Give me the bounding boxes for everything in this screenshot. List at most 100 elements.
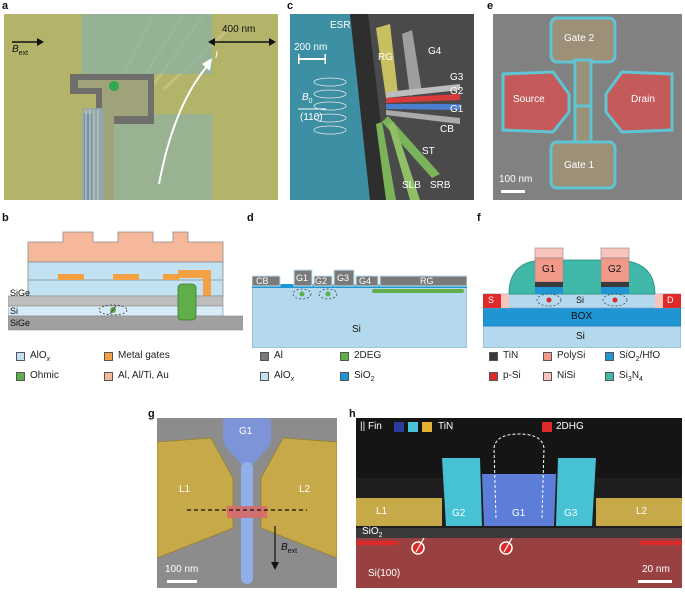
legend-sub: 3 <box>627 376 632 383</box>
panel-h-legend-prefix: || Fin <box>360 421 382 432</box>
legend-sub: 2 <box>370 376 375 383</box>
legend-f-nisi-label: NiSi <box>557 370 576 381</box>
panel-h-legend-2dhg: 2DHG <box>556 421 584 432</box>
panel-f-si-label: Si <box>576 295 585 305</box>
legend-f-nisi-swatch <box>543 372 552 381</box>
legend-h-2dhg-swatch <box>542 422 552 432</box>
panel-h-legend-tin: TiN <box>438 421 454 432</box>
legend-d-2deg-swatch <box>340 352 349 361</box>
panel-e-micrograph <box>493 14 682 200</box>
panel-f-box-label: BOX <box>571 311 593 322</box>
legend-b-ohmic-label: Ohmic <box>30 370 59 381</box>
legend-sub: x <box>290 376 295 383</box>
panel-letter-f: f <box>477 212 481 224</box>
field-subscript: 0 <box>308 98 313 105</box>
panel-d-gate-g4: G4 <box>359 276 372 286</box>
legend-suffix: N <box>631 370 640 381</box>
legend-text: Si <box>619 370 628 381</box>
panel-b-sige-bottom-label: SiGe <box>10 318 31 328</box>
panel-f-g2-label: G2 <box>608 264 622 275</box>
panel-d-diagram: CB G1 G2 G3 G4 RG Si <box>251 268 468 349</box>
legend-f-polysi-label: PolySi <box>557 350 586 361</box>
panel-e-drain-label: Drain <box>631 94 655 105</box>
panel-d-cross-section <box>251 269 468 349</box>
panel-c-scale-label: 200 nm <box>294 42 328 53</box>
panel-letter-g: g <box>148 408 155 420</box>
panel-g-scale-label: 100 nm <box>165 564 199 575</box>
panel-h-g1-label: G1 <box>512 508 526 519</box>
panel-b-diagram: SiGe Si SiGe <box>7 222 244 347</box>
field-subscript: ext <box>287 548 298 555</box>
panel-a-scale-label: 400 nm <box>222 24 256 35</box>
panel-h-image: || Fin TiN 2DHG L1 G2 G1 G3 L2 SiO2 Si(1… <box>356 418 682 588</box>
quantum-dot-marker <box>109 81 119 91</box>
legend-f-tin-swatch <box>489 352 498 361</box>
legend-f-sio2-swatch <box>605 352 614 361</box>
panel-e-source-label: Source <box>513 94 545 105</box>
field-symbol: B <box>302 92 309 103</box>
panel-h-scale-label: 20 nm <box>642 564 670 575</box>
panel-a-field-label: Bext <box>12 44 28 57</box>
panel-f-diagram: G1 G2 S D Si BOX Si <box>482 242 682 349</box>
legend-sub: 2 <box>635 356 640 363</box>
panel-f-s-label: S <box>488 295 495 305</box>
sio2-sub: 2 <box>378 532 383 539</box>
legend-sub2: 4 <box>639 376 643 383</box>
legend-f-si3n4-swatch <box>605 372 614 381</box>
legend-b-ohmic-swatch <box>16 372 25 381</box>
panel-f-d-label: D <box>667 295 674 305</box>
legend-d-alox-swatch <box>260 372 269 381</box>
panel-a-image: Bext 400 nm I <box>4 13 278 200</box>
panel-d-gate-g3: G3 <box>337 273 350 283</box>
panel-h-g2-label: G2 <box>452 508 466 519</box>
panel-c-st-label: ST <box>422 146 435 157</box>
panel-letter-h: h <box>349 408 356 420</box>
field-subscript: ext <box>18 50 29 57</box>
panel-h-sio2-label: SiO2 <box>362 526 383 539</box>
panel-c-field-label: B0 <box>302 92 313 105</box>
legend-h-fin-swatch-1 <box>394 422 404 432</box>
panel-letter-b: b <box>2 212 9 224</box>
legend-b-al-swatch <box>104 372 113 381</box>
panel-f-g1-label: G1 <box>542 264 556 275</box>
panel-d-substrate-label: Si <box>352 324 361 335</box>
panel-b-sige-top-label: SiGe <box>10 288 31 298</box>
panel-h-micrograph <box>356 418 682 588</box>
panel-e-gate1-label: Gate 1 <box>564 160 595 171</box>
panel-letter-e: e <box>487 0 494 12</box>
panel-letter-c: c <box>287 0 294 12</box>
panel-c-esr-label: ESR <box>330 20 351 31</box>
panel-g-image: G1 L1 L2 Bext 100 nm <box>156 418 338 588</box>
legend-f-psi-label: p-Si <box>503 370 521 381</box>
panel-d-gate-g1: G1 <box>296 273 309 283</box>
panel-c-g4-label: G4 <box>428 46 442 57</box>
panel-h-l1-label: L1 <box>376 506 388 517</box>
legend-sub: x <box>46 356 51 363</box>
panel-c-rg-label: RG <box>378 52 393 63</box>
panel-a-micrograph <box>4 13 278 200</box>
panel-letter-d: d <box>247 212 254 224</box>
panel-e-gate2-label: Gate 2 <box>564 33 595 44</box>
panel-d-gate-rg: RG <box>420 276 434 286</box>
legend-d-al-label: Al <box>274 350 283 361</box>
panel-h-g3-label: G3 <box>564 508 578 519</box>
legend-f-psi-swatch <box>489 372 498 381</box>
panel-g-g1-label: G1 <box>239 426 253 437</box>
sio2-text: SiO <box>362 526 379 537</box>
panel-d-gate-g2: G2 <box>315 276 328 286</box>
panel-e-image: Gate 2 Source Drain Gate 1 100 nm <box>493 14 682 200</box>
panel-c-slb-label: SLB <box>402 180 421 191</box>
panel-h-substrate-label: Si(100) <box>368 568 401 579</box>
panel-g-micrograph <box>156 418 338 588</box>
panel-g-field-label: Bext <box>281 542 297 555</box>
panel-c-direction-label: (110) <box>300 112 323 123</box>
legend-text: SiO <box>619 350 636 361</box>
panel-e-scale-label: 100 nm <box>499 174 533 185</box>
panel-b-cross-section <box>7 231 244 331</box>
panel-f-cross-section <box>482 247 682 349</box>
legend-text: SiO <box>354 370 371 381</box>
legend-d-sio2-label: SiO2 <box>354 370 375 383</box>
panel-c-micrograph <box>290 14 474 200</box>
legend-d-al-swatch <box>260 352 269 361</box>
legend-d-alox-label: AlOx <box>274 370 294 383</box>
